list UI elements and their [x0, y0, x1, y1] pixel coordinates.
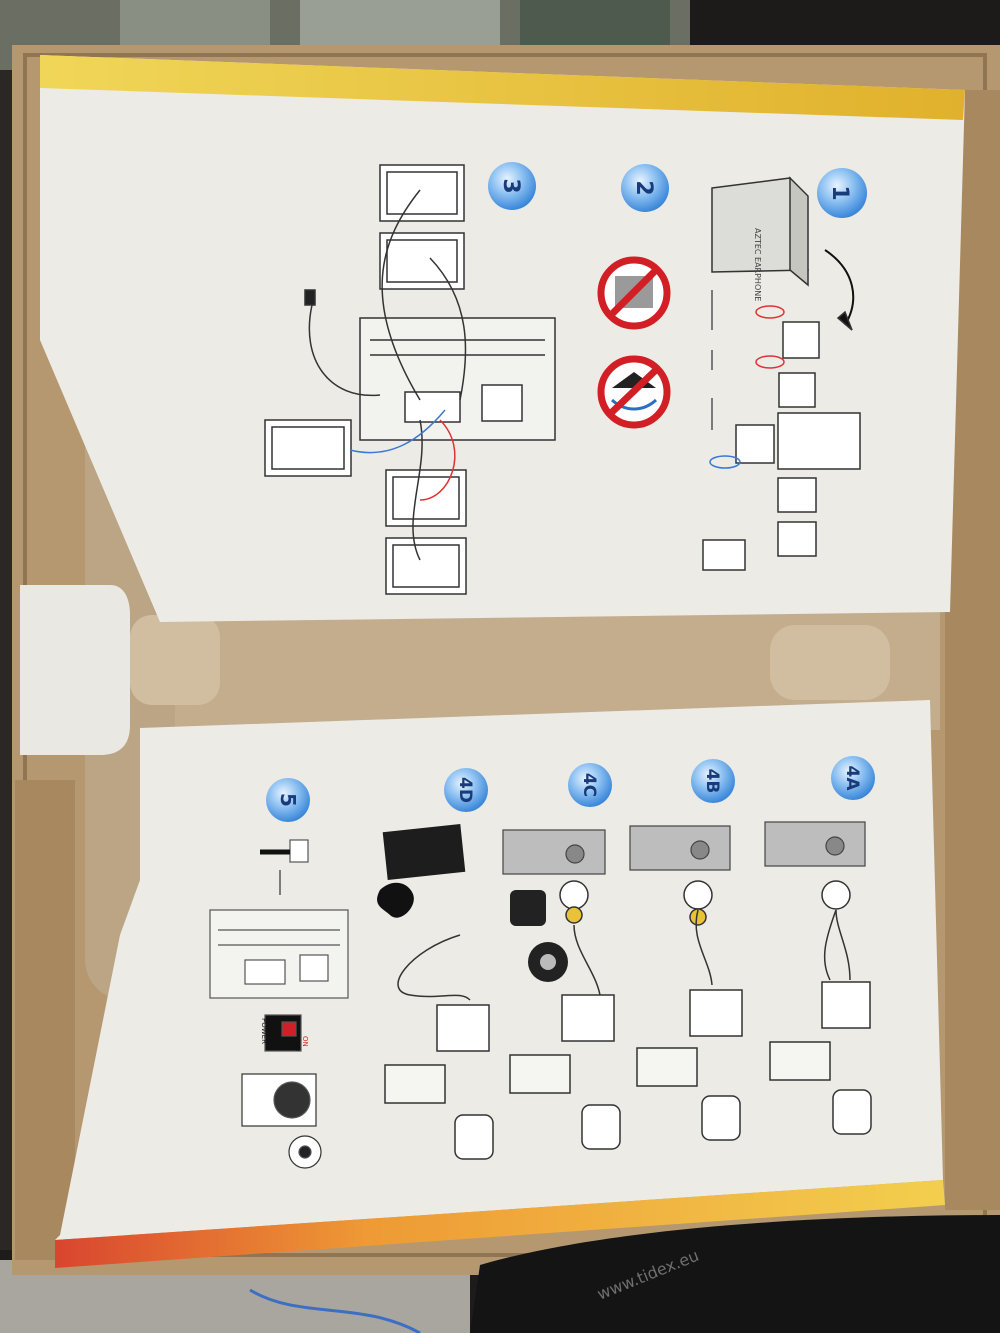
plastic-bag: www.tidex.eu	[470, 1215, 1000, 1333]
step2-illustration	[597, 256, 671, 429]
step-label-3: 3	[498, 178, 523, 193]
step3-illustration	[264, 164, 556, 595]
step-badge-4a: 4A	[831, 756, 875, 800]
step-label-4d: 4D	[455, 777, 475, 803]
cable-illustrations	[384, 880, 872, 1160]
power-off-label: OFF	[292, 1038, 300, 1052]
step-badge-2: 2	[621, 164, 669, 212]
step1-illustration: AZTEC EARPHONE	[702, 176, 861, 571]
step-badge-4d: 4D	[444, 768, 488, 812]
device-illustrations	[377, 824, 568, 982]
step-badge-3: 3	[488, 162, 536, 210]
step-badge-5: 5	[266, 778, 310, 822]
step5-illustration: POWER ON OFF	[209, 839, 349, 1169]
step-label-4a: 4A	[842, 766, 862, 792]
step-label-4c: 4C	[579, 773, 599, 797]
step-label-1: 1	[827, 185, 852, 200]
step-badge-1: 1	[817, 168, 867, 218]
brand-text: AZTEC EARPHONE	[753, 228, 762, 301]
power-on-label: ON	[301, 1036, 309, 1047]
step-label-5: 5	[276, 793, 300, 807]
step-badge-4b: 4B	[691, 759, 735, 803]
step-label-2: 2	[631, 180, 656, 195]
power-label: POWER	[260, 1018, 268, 1044]
instruction-panel-bottom: 4A 4B 4C 4D 5	[55, 700, 945, 1268]
step-badge-4c: 4C	[568, 763, 612, 807]
computer-illustrations	[502, 821, 866, 875]
step-label-4b: 4B	[702, 769, 722, 794]
instruction-panel-top: 1 2 3 AZTEC EARPHONE	[40, 55, 965, 622]
